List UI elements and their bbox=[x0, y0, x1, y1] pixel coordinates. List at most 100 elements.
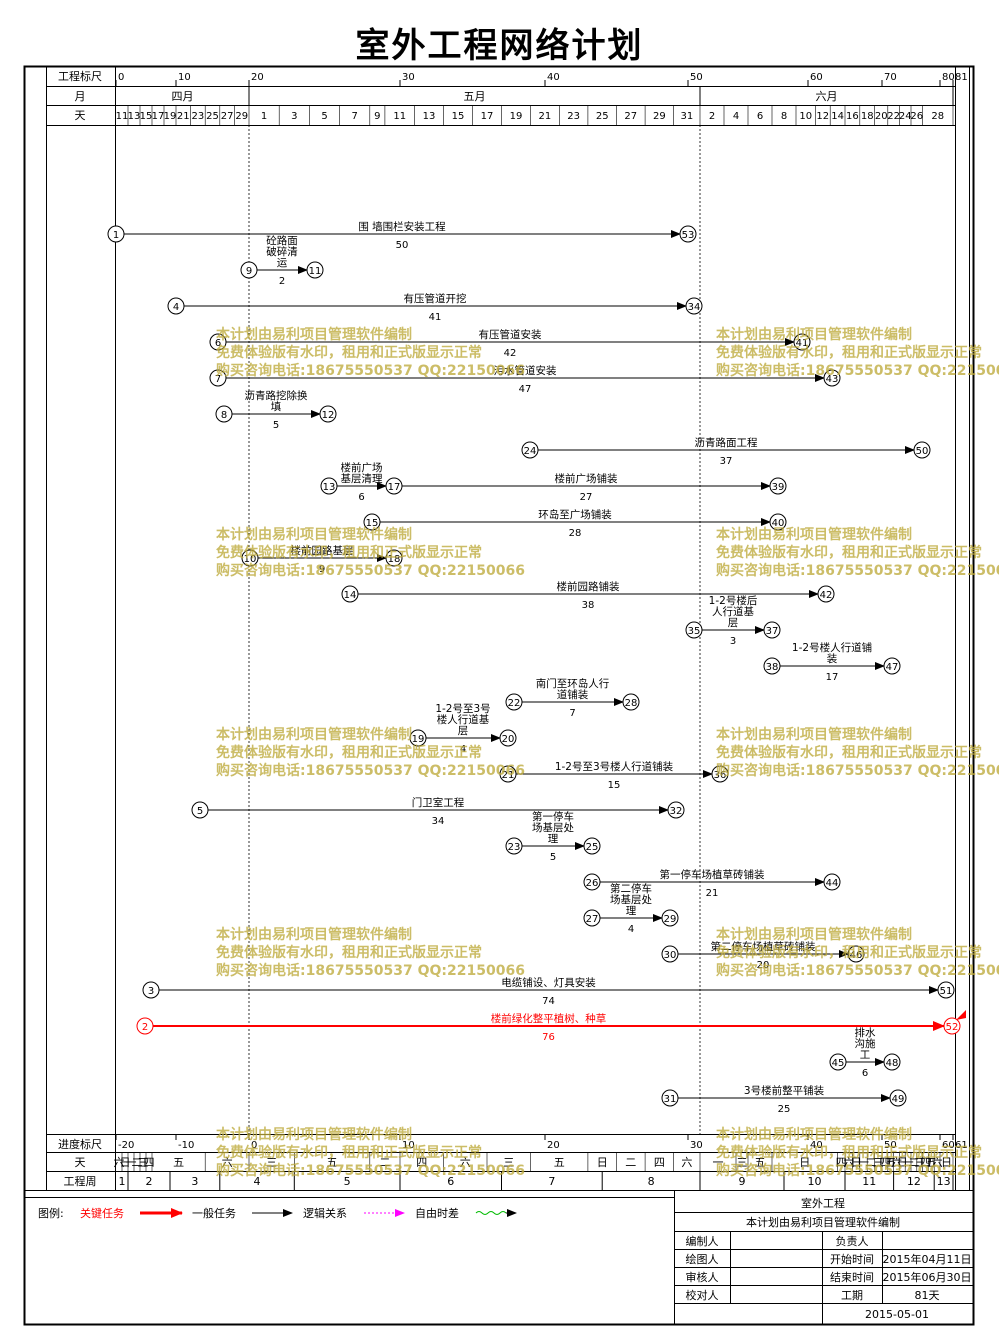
tb-drawer: 绘图人 bbox=[686, 1252, 719, 1266]
event-node-number: 41 bbox=[796, 338, 809, 349]
weekday-cell: 五 bbox=[327, 1156, 338, 1169]
month-label: 月 bbox=[75, 90, 86, 103]
event-node bbox=[793, 333, 811, 351]
day-cell: 10 bbox=[799, 111, 812, 122]
event-node-number: 13 bbox=[323, 482, 336, 493]
event-node bbox=[521, 441, 539, 459]
task-duration: 34 bbox=[432, 816, 445, 827]
event-node-number: 53 bbox=[682, 230, 695, 241]
task-name: 装 bbox=[827, 652, 838, 665]
week-cell: 4 bbox=[254, 1175, 261, 1188]
task-name: 排水 bbox=[855, 1026, 876, 1039]
task-name: 沥青路挖除换 bbox=[245, 389, 308, 402]
event-node bbox=[943, 1017, 961, 1035]
task-name: 场基层处 bbox=[532, 821, 574, 834]
progress-label: 进度标尺 bbox=[58, 1137, 102, 1151]
event-node bbox=[622, 693, 640, 711]
event-node bbox=[136, 1017, 154, 1035]
task-name: 第二停车 bbox=[610, 882, 652, 895]
event-node-number: 44 bbox=[826, 878, 839, 889]
day-cell: 27 bbox=[624, 111, 637, 122]
event-node-number: 27 bbox=[586, 914, 599, 925]
task-duration: 4 bbox=[628, 924, 634, 935]
week-cell: 1 bbox=[119, 1175, 126, 1188]
event-node bbox=[209, 369, 227, 387]
task-duration: 50 bbox=[396, 240, 409, 251]
day-cell: 11 bbox=[393, 111, 406, 122]
day-cell: 13 bbox=[423, 111, 436, 122]
event-node-number: 28 bbox=[625, 698, 638, 709]
event-node bbox=[209, 333, 227, 351]
weekday-cell: 二 bbox=[379, 1156, 390, 1169]
day-cell: 20 bbox=[875, 111, 888, 122]
event-node bbox=[661, 945, 679, 963]
week-cell: 5 bbox=[344, 1175, 351, 1188]
event-node bbox=[769, 477, 787, 495]
event-node-number: 39 bbox=[772, 482, 785, 493]
weekday-cell: 五 bbox=[926, 1156, 937, 1169]
event-node bbox=[823, 873, 841, 891]
event-node bbox=[505, 837, 523, 855]
title-block: 室外工程 本计划由易利项目管理软件编制 编制人 负责人 绘图人 开始时间 201… bbox=[674, 1190, 973, 1324]
task-name: 人行道基 bbox=[712, 605, 754, 618]
week-cell: 3 bbox=[191, 1175, 198, 1188]
weekday-cell: 三 bbox=[873, 1156, 884, 1169]
day-cell: 19 bbox=[164, 111, 177, 122]
event-node bbox=[913, 441, 931, 459]
task-name: 砼路面 bbox=[266, 234, 298, 247]
weekday-cell: 二 bbox=[132, 1156, 143, 1169]
tb-software: 本计划由易利项目管理软件编制 bbox=[746, 1215, 900, 1229]
tb-checker: 校对人 bbox=[686, 1288, 719, 1302]
event-node bbox=[241, 549, 259, 567]
weekday-cell: 四 bbox=[654, 1156, 665, 1169]
week-cell: 11 bbox=[862, 1175, 876, 1188]
day-cell: 17 bbox=[481, 111, 494, 122]
weekday-cell: 六 bbox=[891, 1156, 902, 1169]
task-name: 基层清理 bbox=[341, 472, 383, 485]
weekday-cell: 四 bbox=[879, 1156, 890, 1169]
event-node-number: 30 bbox=[664, 950, 677, 961]
weekday-cell: 六 bbox=[932, 1156, 943, 1169]
event-node bbox=[829, 1053, 847, 1071]
day-cell: 18 bbox=[861, 111, 874, 122]
day-cell: 1 bbox=[261, 111, 267, 122]
tb-start-label: 开始时间 bbox=[830, 1252, 874, 1266]
task-name: 沟施 bbox=[855, 1037, 876, 1050]
task-duration: 37 bbox=[720, 456, 733, 467]
day-cell: 7 bbox=[352, 111, 358, 122]
event-node bbox=[769, 513, 787, 531]
scale-tick-label: 30 bbox=[402, 72, 415, 83]
task-name: 楼前园路基层 bbox=[291, 544, 354, 557]
scale-tick-label: 70 bbox=[884, 72, 897, 83]
weekday-cell: 六 bbox=[843, 1156, 854, 1169]
event-node-number: 1 bbox=[113, 230, 119, 241]
day-cell: 17 bbox=[152, 111, 165, 122]
legend-label: 图例: bbox=[38, 1206, 64, 1220]
event-node bbox=[685, 621, 703, 639]
event-node bbox=[499, 765, 517, 783]
task-duration: 6 bbox=[358, 492, 364, 503]
event-node-number: 10 bbox=[244, 554, 257, 565]
legend-float-wave bbox=[475, 1211, 507, 1215]
legend-logic-label: 逻辑关系 bbox=[303, 1206, 347, 1220]
task-duration: 28 bbox=[569, 528, 582, 539]
week-cell: 7 bbox=[548, 1175, 555, 1188]
task-duration: 27 bbox=[580, 492, 593, 503]
task-name: 1-2号楼人行道铺 bbox=[792, 641, 872, 654]
event-node-number: 18 bbox=[388, 554, 401, 565]
event-node bbox=[823, 369, 841, 387]
weekday-cell: 日 bbox=[851, 1156, 862, 1169]
event-node-number: 22 bbox=[508, 698, 521, 709]
event-node bbox=[667, 801, 685, 819]
event-node bbox=[583, 909, 601, 927]
event-node-number: 40 bbox=[772, 518, 785, 529]
day-cell: 25 bbox=[206, 111, 219, 122]
weekday-cell: 四 bbox=[144, 1156, 155, 1169]
critical-flag bbox=[956, 1010, 966, 1020]
week-cell: 6 bbox=[447, 1175, 454, 1188]
weekday-cell: 日 bbox=[120, 1156, 131, 1169]
event-node-number: 43 bbox=[826, 374, 839, 385]
